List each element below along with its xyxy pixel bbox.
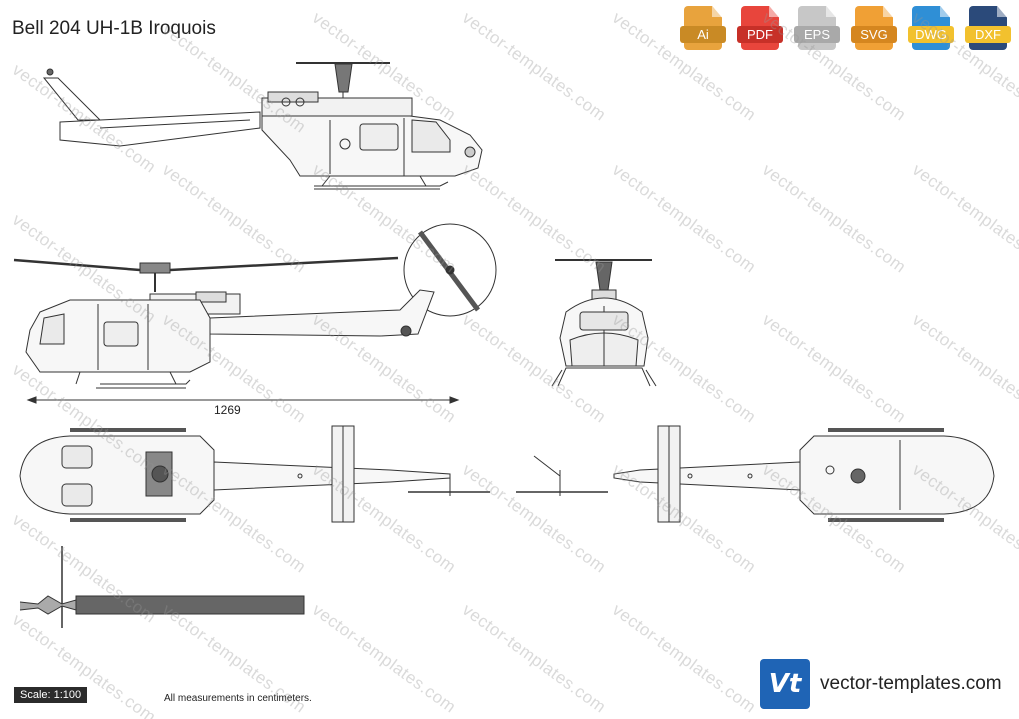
format-label: PDF [737, 26, 783, 43]
side-view-right [42, 62, 483, 190]
rotor-blade-view [19, 546, 305, 628]
bottom-view [516, 425, 995, 523]
format-ai-button[interactable]: Ai [680, 6, 726, 50]
format-svg-button[interactable]: SVG [851, 6, 897, 50]
dimension-label: 1269 [214, 403, 241, 417]
page-title: Bell 204 UH-1B Iroquois [12, 18, 216, 39]
side-view-left [13, 223, 497, 404]
format-dxf-button[interactable]: DXF [965, 6, 1011, 50]
brand-footer[interactable]: Vt vector-templates.com [760, 659, 1002, 709]
brand-site-link[interactable]: vector-templates.com [820, 673, 1002, 694]
format-eps-button[interactable]: EPS [794, 6, 840, 50]
format-label: EPS [794, 26, 840, 43]
download-formats: Ai PDF EPS SVG DWG DXF [680, 6, 1011, 50]
scale-badge: Scale: 1:100 [14, 687, 88, 703]
format-label: DXF [965, 26, 1011, 43]
format-pdf-button[interactable]: PDF [737, 6, 783, 50]
front-view [551, 259, 657, 387]
top-view [19, 425, 490, 523]
measurement-note: All measurements in centimeters. [164, 693, 312, 704]
format-dwg-button[interactable]: DWG [908, 6, 954, 50]
format-label: DWG [908, 26, 954, 43]
format-label: SVG [851, 26, 897, 43]
format-label: Ai [680, 26, 726, 43]
brand-logo: Vt [760, 659, 810, 709]
